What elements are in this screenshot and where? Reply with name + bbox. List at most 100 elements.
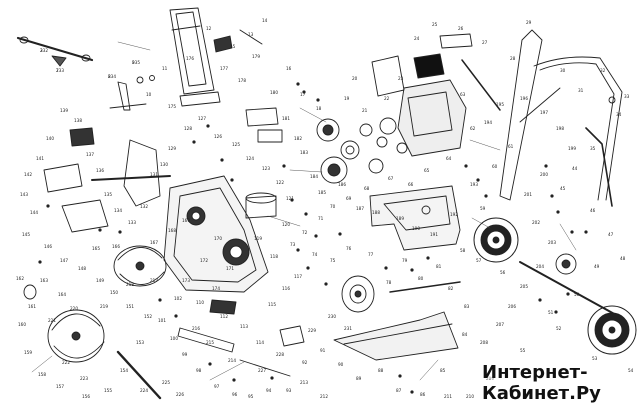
part-number-callout: 157 xyxy=(56,384,64,389)
part-number-callout: 235 xyxy=(132,60,140,65)
part-number-callout: 203 xyxy=(548,240,556,245)
part-number-callout: 205 xyxy=(520,284,528,289)
part-number-callout: 74 xyxy=(312,252,318,257)
part-number-callout: 230 xyxy=(328,314,336,319)
part-number-callout: 140 xyxy=(46,136,54,141)
part-number-callout: 90 xyxy=(338,362,344,367)
part-number-callout: 89 xyxy=(356,376,362,381)
part-number-callout: 215 xyxy=(206,340,214,345)
part-number-callout: 13 xyxy=(248,32,254,37)
pulley-stack xyxy=(316,118,388,184)
part-number-callout: 60 xyxy=(492,164,498,169)
part-number-callout: 229 xyxy=(308,328,316,333)
watermark: Интернет- Кабинет.Ру xyxy=(482,362,632,404)
part-number-callout: 19 xyxy=(344,96,350,101)
part-number-callout: 64 xyxy=(446,156,452,161)
part-number-callout: 82 xyxy=(448,286,454,291)
part-number-callout: 30 xyxy=(560,68,566,73)
part-number-callout: 12 xyxy=(206,26,212,31)
drive-disc xyxy=(341,275,375,313)
part-number-callout: 177 xyxy=(220,66,228,71)
lower-auger xyxy=(23,284,105,363)
part-number-callout: 17 xyxy=(300,92,306,97)
main-frame xyxy=(369,185,461,251)
part-number-callout: 23 xyxy=(398,76,404,81)
part-number-callout: 91 xyxy=(320,348,326,353)
part-number-callout: 75 xyxy=(330,258,336,263)
part-number-callout: 231 xyxy=(344,326,352,331)
part-number-callout: 206 xyxy=(508,304,516,309)
part-number-callout: 194 xyxy=(484,120,492,125)
part-number-callout: 150 xyxy=(110,290,118,295)
part-number-callout: 76 xyxy=(346,246,352,251)
part-number-callout: 57 xyxy=(476,258,482,263)
part-number-callout: 66 xyxy=(408,182,414,187)
part-number-callout: 119 xyxy=(254,236,262,241)
discharge-chute xyxy=(169,7,221,107)
part-number-callout: 18 xyxy=(316,106,322,111)
part-number-callout: 31 xyxy=(578,88,584,93)
part-number-callout: 151 xyxy=(126,304,134,309)
part-number-callout: 88 xyxy=(378,368,384,373)
part-number-callout: 226 xyxy=(176,392,184,397)
part-number-callout: 221 xyxy=(48,318,56,323)
chute-bracket xyxy=(213,29,263,53)
part-number-callout: 213 xyxy=(300,380,308,385)
part-number-callout: 10 xyxy=(146,92,152,97)
part-number-callout: 126 xyxy=(214,134,222,139)
handle-bars xyxy=(499,29,623,207)
part-number-callout: 209 xyxy=(486,376,494,381)
part-number-callout: 49 xyxy=(594,264,600,269)
part-number-callout: 185 xyxy=(318,190,326,195)
part-number-callout: 160 xyxy=(18,322,26,327)
part-number-callout: 58 xyxy=(460,248,466,253)
part-number-callout: 96 xyxy=(232,392,238,397)
part-number-callout: 161 xyxy=(28,304,36,309)
part-number-callout: 135 xyxy=(104,192,112,197)
engine xyxy=(371,33,501,157)
part-number-callout: 181 xyxy=(282,116,290,121)
part-number-callout: 25 xyxy=(432,22,438,27)
part-number-callout: 144 xyxy=(30,210,38,215)
part-number-callout: 189 xyxy=(396,216,404,221)
part-number-callout: 173 xyxy=(182,278,190,283)
watermark-line-2: Кабинет.Ру xyxy=(482,383,601,404)
part-number-callout: 70 xyxy=(330,204,336,209)
part-number-callout: 163 xyxy=(40,278,48,283)
part-number-callout: 34 xyxy=(616,112,622,117)
part-number-callout: 220 xyxy=(70,306,78,311)
part-number-callout: 101 xyxy=(158,318,166,323)
part-number-callout: 87 xyxy=(396,388,402,393)
part-number-callout: 195 xyxy=(496,102,504,107)
part-number-callout: 132 xyxy=(140,204,148,209)
part-number-callout: 116 xyxy=(282,286,290,291)
part-number-callout: 73 xyxy=(290,242,296,247)
part-number-callout: 8 xyxy=(108,74,111,79)
part-number-callout: 54 xyxy=(628,368,634,373)
part-number-callout: 92 xyxy=(302,360,308,365)
part-number-callout: 46 xyxy=(590,208,596,213)
watermark-line-1: Интернет- xyxy=(482,362,588,383)
part-number-callout: 93 xyxy=(286,388,292,393)
part-number-callout: 200 xyxy=(540,172,548,177)
part-number-callout: 85 xyxy=(440,368,446,373)
part-number-callout: 141 xyxy=(36,156,44,161)
part-number-callout: 165 xyxy=(92,246,100,251)
part-number-callout: 44 xyxy=(572,166,578,171)
part-number-callout: 202 xyxy=(532,220,540,225)
part-number-callout: 24 xyxy=(414,36,420,41)
part-number-callout: 68 xyxy=(364,186,370,191)
part-number-callout: 147 xyxy=(60,258,68,263)
part-number-callout: 123 xyxy=(262,166,270,171)
part-number-callout: 137 xyxy=(86,152,94,157)
part-number-callout: 9 xyxy=(132,60,135,65)
part-number-callout: 224 xyxy=(140,388,148,393)
part-number-callout: 142 xyxy=(24,172,32,177)
part-number-callout: 128 xyxy=(184,126,192,131)
part-number-callout: 164 xyxy=(58,292,66,297)
part-number-callout: 62 xyxy=(470,126,476,131)
auger-shaft xyxy=(91,175,171,400)
part-number-callout: 21 xyxy=(362,108,368,113)
